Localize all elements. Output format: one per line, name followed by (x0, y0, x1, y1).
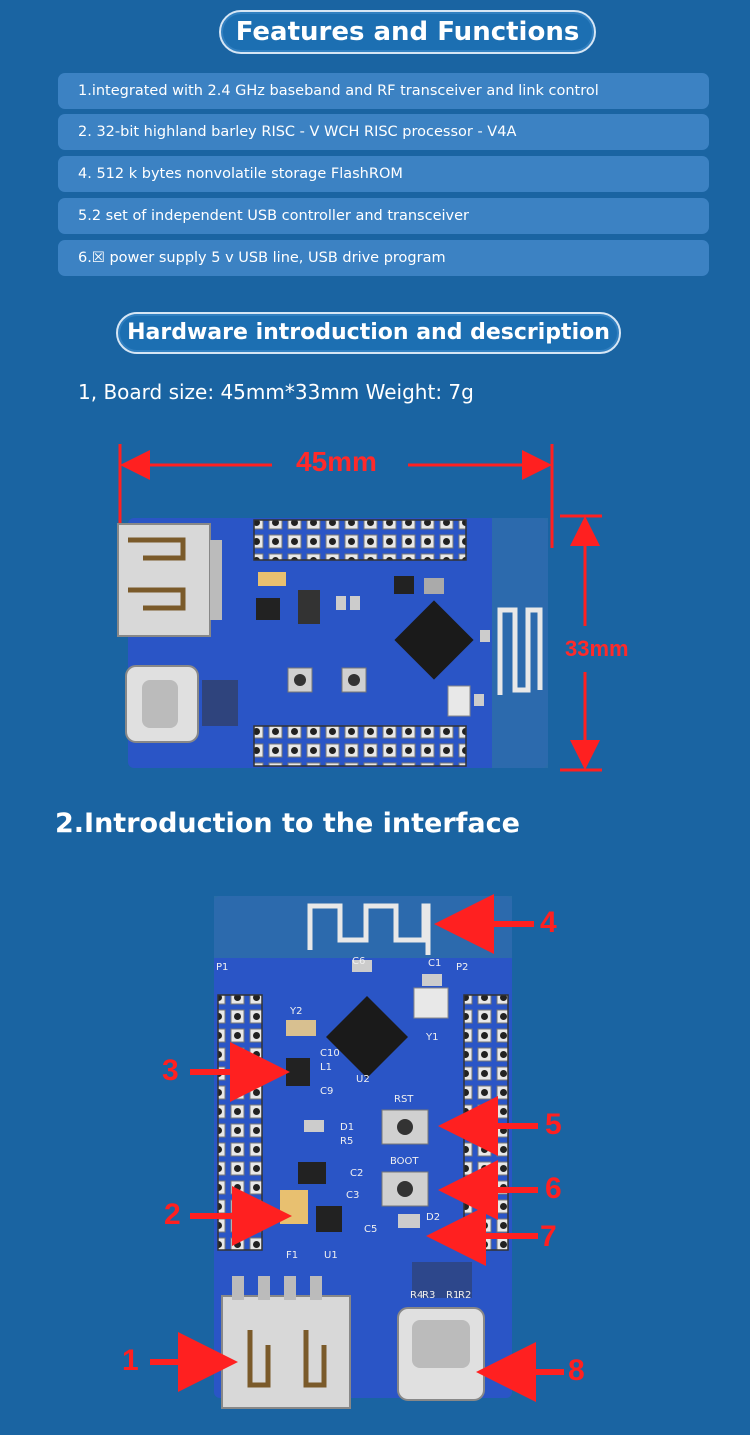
silk-l1: L1 (320, 1062, 332, 1073)
antenna-trace-bottom (307, 903, 431, 955)
silk-y1: Y1 (426, 1032, 439, 1043)
antenna-trace-top (497, 607, 543, 695)
silk-u2: U2 (356, 1074, 370, 1085)
silk-r2: R2 (458, 1290, 472, 1301)
silk-r5: R5 (340, 1136, 354, 1147)
callout-8: 8 (568, 1354, 585, 1387)
silk-f1: F1 (286, 1250, 299, 1261)
silk-r3: R3 (422, 1290, 436, 1301)
features-title: Features and Functions (219, 10, 596, 54)
silk-boot: BOOT (390, 1156, 419, 1167)
header-right-col (463, 994, 509, 1251)
board-size-text: 1, Board size: 45mm*33mm Weight: 7g (78, 380, 474, 404)
silk-p1: P1 (216, 962, 229, 973)
silk-c1: C1 (428, 958, 442, 969)
boot-button (381, 1171, 429, 1207)
silk-c3: C3 (346, 1190, 360, 1201)
silk-d2: D2 (426, 1212, 441, 1223)
silk-r1: R1 (446, 1290, 460, 1301)
silk-c5: C5 (364, 1224, 378, 1235)
callout-6: 6 (545, 1172, 562, 1205)
silk-r4: R4 (410, 1290, 424, 1301)
callout-4: 4 (540, 906, 557, 939)
callout-1: 1 (122, 1344, 139, 1377)
width-dimension-label: 45mm (296, 446, 377, 477)
header-bottom-row (253, 725, 467, 767)
silk-c6: C6 (352, 956, 366, 967)
silk-c10: C10 (320, 1048, 340, 1059)
feature-item-2: 2. 32-bit highland barley RISC - V WCH R… (58, 114, 709, 150)
silk-d1: D1 (340, 1122, 355, 1133)
callout-7: 7 (540, 1220, 557, 1253)
silk-u1: U1 (324, 1250, 338, 1261)
hardware-title: Hardware introduction and description (116, 312, 621, 354)
feature-item-5: 6.☒ power supply 5 v USB line, USB drive… (58, 240, 709, 276)
usb-a-bottom (221, 1295, 351, 1409)
height-dimension-label: 33mm (565, 636, 629, 661)
callout-2: 2 (164, 1198, 181, 1231)
silk-y2: Y2 (290, 1006, 303, 1017)
callout-3: 3 (162, 1054, 179, 1087)
bottom-board (150, 894, 564, 1409)
interface-title: 2.Introduction to the interface (55, 808, 520, 839)
inductor-l1 (286, 1058, 310, 1086)
callout-5: 5 (545, 1108, 562, 1141)
silk-rst: RST (394, 1094, 414, 1105)
feature-item-3: 4. 512 k bytes nonvolatile storage Flash… (58, 156, 709, 192)
mcu-top (394, 600, 474, 680)
feature-item-4: 5.2 set of independent USB controller an… (58, 198, 709, 234)
silk-c9: C9 (320, 1086, 334, 1097)
led-d2 (398, 1214, 420, 1228)
feature-item-1: 1.integrated with 2.4 GHz baseband and R… (58, 73, 709, 109)
header-top-row (253, 519, 467, 561)
top-board (117, 444, 602, 772)
mcu-bottom (325, 995, 409, 1079)
silk-c2: C2 (350, 1168, 364, 1179)
header-left-col (217, 994, 263, 1251)
silk-p2: P2 (456, 962, 469, 973)
